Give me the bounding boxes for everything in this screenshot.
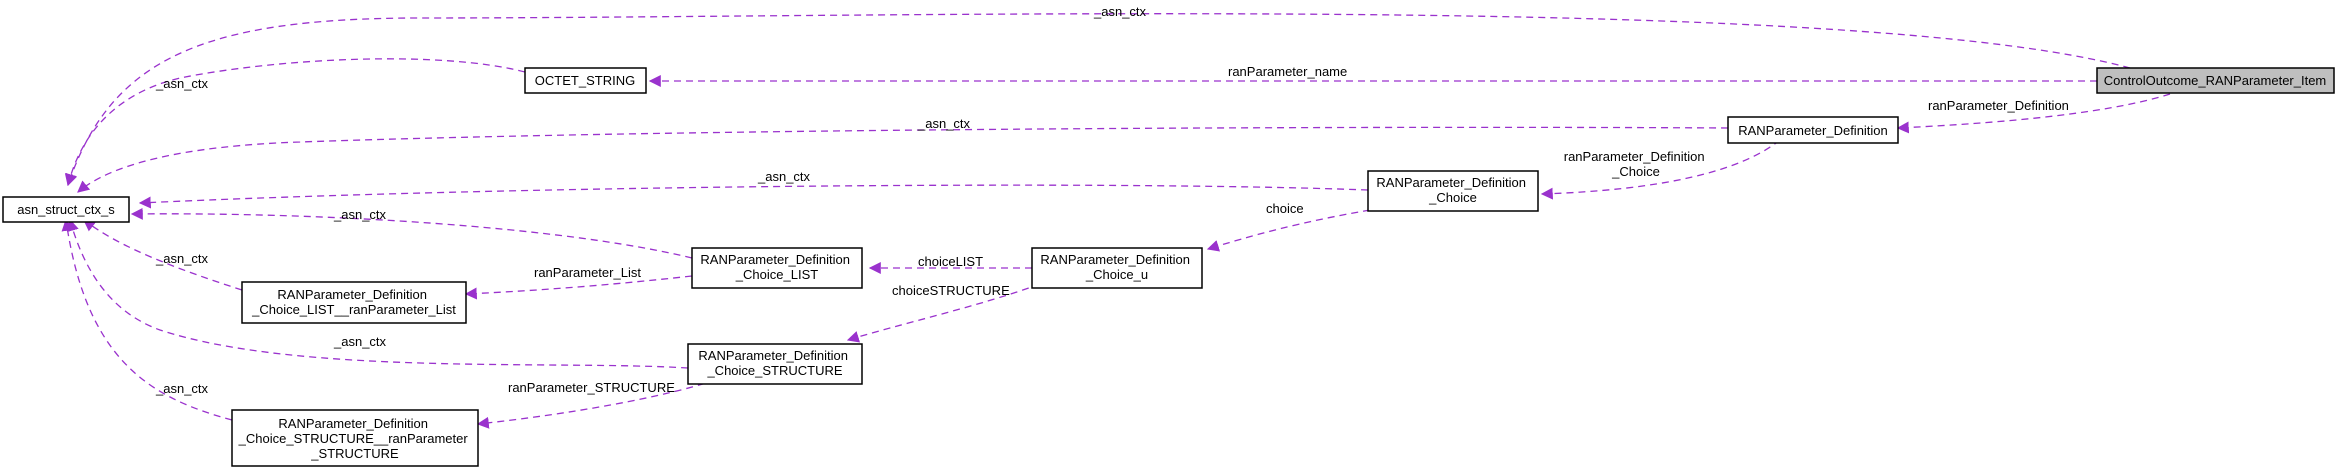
label-struct-ctx: _asn_ctx	[333, 334, 387, 349]
label-root-def: ranParameter_Definition	[1928, 98, 2069, 113]
edge-labels: _asn_ctx ranParameter_name ranParameter_…	[155, 4, 2069, 396]
label-def-choice: ranParameter_Definition _Choice	[1564, 149, 1709, 179]
label-octet-ctx: _asn_ctx	[155, 76, 209, 91]
edges	[61, 13, 2171, 429]
label-root-octet: ranParameter_name	[1228, 64, 1347, 79]
edge-struct-item	[476, 379, 717, 429]
edge-list-item	[464, 275, 693, 300]
edge-choice-ctx	[138, 184, 1369, 209]
svg-text:RANParameter_Definition: RANParameter_Definition _Choice_LIST__ra…	[251, 287, 456, 317]
label-root-ctx: _asn_ctx	[1093, 4, 1147, 19]
edge-structitem-ctx	[61, 218, 233, 421]
label-choice-ctx: _asn_ctx	[757, 169, 811, 184]
node-ranparameter-definition-choice-list-ranparameter-list[interactable]: RANParameter_Definition _Choice_LIST__ra…	[241, 281, 467, 324]
node-ranparameter-definition-choice-structure[interactable]: RANParameter_Definition _Choice_STRUCTUR…	[687, 343, 863, 385]
label-u-list: choiceLIST	[918, 254, 983, 269]
node-ranparameter-definition-choice[interactable]: RANParameter_Definition _Choice	[1367, 170, 1539, 212]
svg-text:asn_struct_ctx_s: asn_struct_ctx_s	[17, 202, 115, 217]
node-ranparameter-definition-choice-u[interactable]: RANParameter_Definition _Choice_u	[1031, 247, 1203, 289]
node-ranparameter-definition-choice-list[interactable]: RANParameter_Definition _Choice_LIST	[691, 247, 863, 289]
edge-struct-ctx	[67, 218, 689, 369]
edge-def-choice	[1540, 139, 1781, 200]
node-asn-struct-ctx-s[interactable]: asn_struct_ctx_s	[2, 196, 130, 223]
node-octet-string[interactable]: OCTET_STRING	[524, 67, 647, 94]
label-struct-item: ranParameter_STRUCTURE	[508, 380, 675, 395]
svg-text:ControlOutcome_RANParameter_It: ControlOutcome_RANParameter_Item	[2104, 73, 2327, 88]
label-list-ctx: _asn_ctx	[333, 207, 387, 222]
edge-octet-ctx	[64, 58, 526, 187]
edge-root-ctx	[65, 13, 2131, 187]
label-list-item: ranParameter_List	[534, 265, 641, 280]
svg-text:RANParameter_Definition: RANParameter_Definition _Choice_LIST	[700, 252, 853, 282]
edge-root-def	[1896, 93, 2171, 134]
node-controloutcome-ranparameter-item[interactable]: ControlOutcome_RANParameter_Item	[2096, 67, 2335, 94]
svg-text:RANParameter_Definition: RANParameter_Definition _Choice_STRUCTUR…	[698, 348, 851, 378]
edge-listitem-ctx	[83, 219, 243, 291]
edge-list-ctx	[130, 207, 693, 259]
node-ranparameter-definition[interactable]: RANParameter_Definition	[1727, 116, 1899, 144]
svg-text:RANParameter_Definition: RANParameter_Definition _Choice_u	[1040, 252, 1193, 282]
edge-u-struct	[846, 283, 1041, 343]
node-ranparameter-definition-choice-structure-ranparameter-structure[interactable]: RANParameter_Definition _Choice_STRUCTUR…	[231, 409, 479, 467]
label-listitem-ctx: _asn_ctx	[155, 251, 209, 266]
nodes: ControlOutcome_RANParameter_Item OCTET_S…	[2, 67, 2335, 467]
edge-def-ctx	[77, 126, 1729, 193]
svg-text:RANParameter_Definition: RANParameter_Definition _Choice_STRUCTUR…	[238, 416, 472, 461]
svg-text:RANParameter_Definition: RANParameter_Definition	[1738, 123, 1888, 138]
svg-text:OCTET_STRING: OCTET_STRING	[535, 73, 635, 88]
label-def-ctx: _asn_ctx	[917, 116, 971, 131]
label-choice-u: choice	[1266, 201, 1304, 216]
svg-text:RANParameter_Definition: RANParameter_Definition _Choice	[1376, 175, 1529, 205]
label-structitem-ctx: _asn_ctx	[155, 381, 209, 396]
label-u-struct: choiceSTRUCTURE	[892, 283, 1010, 298]
